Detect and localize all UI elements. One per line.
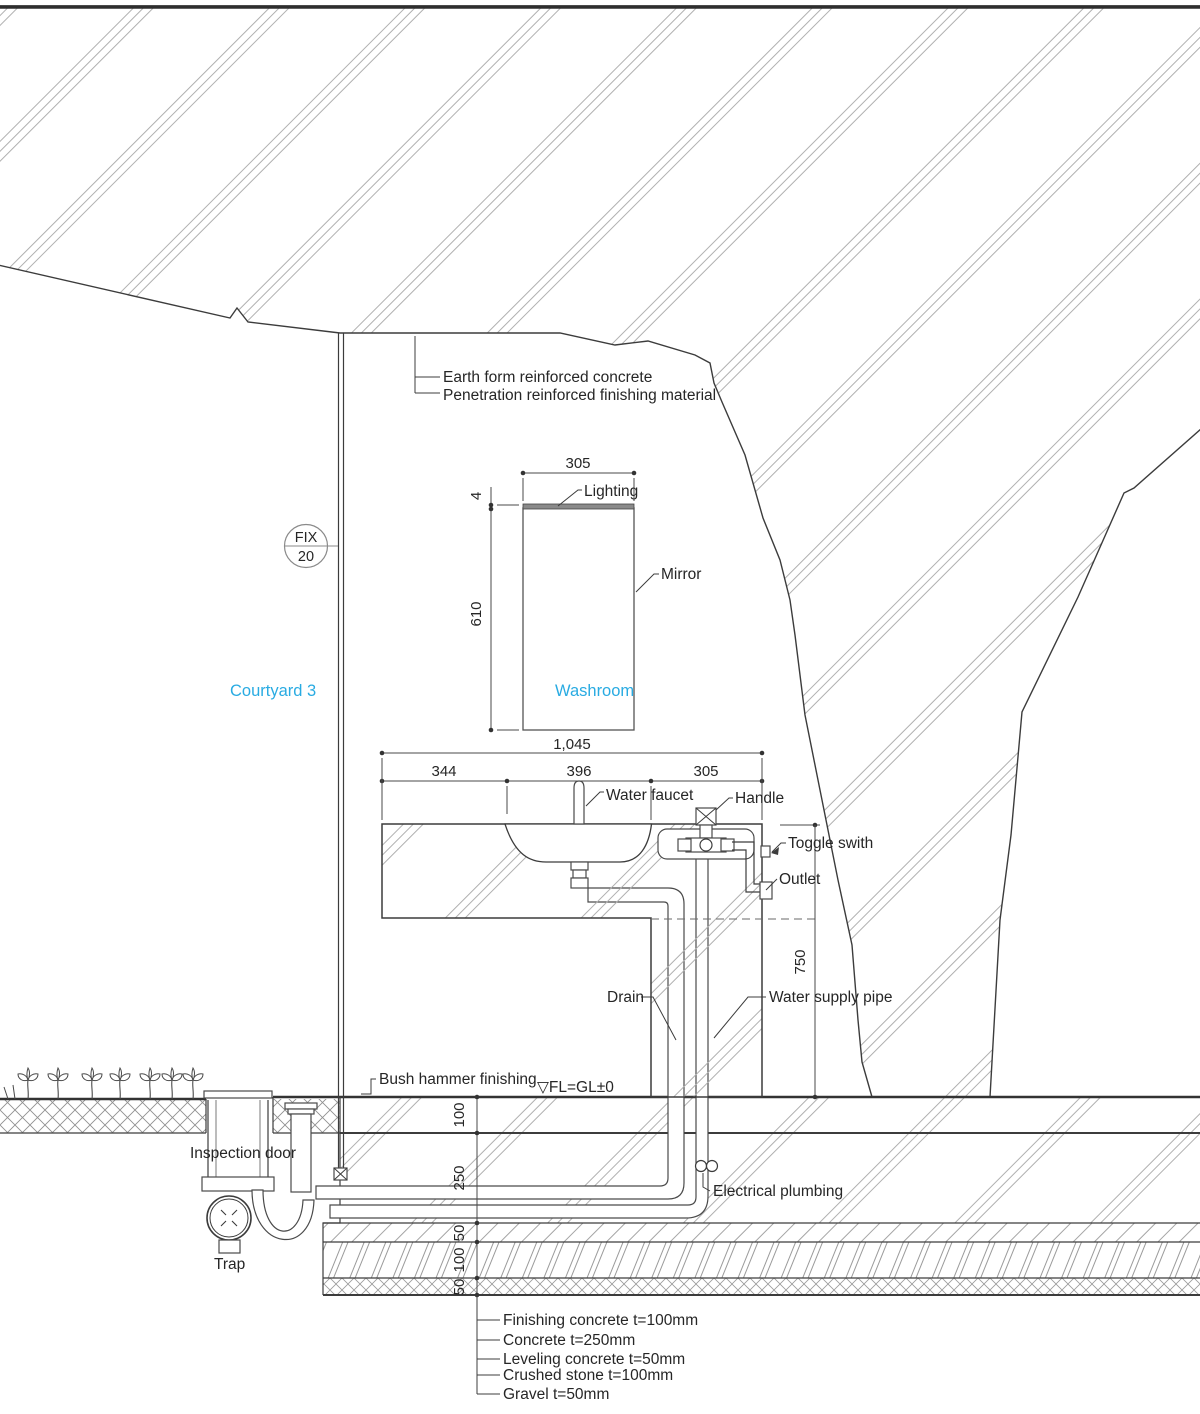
glazed-wall: FIX 20 bbox=[283, 333, 348, 1181]
layer-label-concrete: Concrete t=250mm bbox=[503, 1332, 635, 1349]
toggle-switch-fitting bbox=[760, 845, 771, 858]
layer-gravel bbox=[323, 1278, 1200, 1295]
shaft-cover bbox=[203, 1090, 273, 1099]
trap-cross-mark bbox=[220, 1209, 238, 1227]
dim-layer-2: 250 bbox=[451, 1165, 468, 1190]
handle-stem bbox=[699, 824, 713, 839]
exterior-ground bbox=[0, 1067, 340, 1134]
inspection-shaft bbox=[201, 1090, 275, 1192]
dim-counter-left: 344 bbox=[431, 763, 456, 780]
mirror-assembly: 305 4 610 bbox=[468, 455, 637, 733]
outlet-channel bbox=[732, 841, 773, 900]
handle-valve bbox=[677, 807, 735, 853]
dim-mirror-height: 610 bbox=[468, 601, 485, 626]
label-earth-form: Earth form reinforced concrete bbox=[443, 369, 652, 386]
dim-lighting-thickness: 4 bbox=[468, 492, 485, 500]
dim-layer-4: 100 bbox=[451, 1247, 468, 1272]
fix-tag: FIX 20 bbox=[283, 523, 338, 569]
mirror-width-dimension: 305 bbox=[520, 455, 637, 501]
floor-dimensions: 100 250 50 100 50 Finishing concrete t=1… bbox=[451, 1094, 698, 1403]
counter-dimensions: 1,045 344 396 305 bbox=[379, 736, 765, 820]
dim-layer-1: 100 bbox=[451, 1102, 468, 1127]
label-penetration: Penetration reinforced finishing materia… bbox=[443, 387, 716, 404]
label-lighting: Lighting bbox=[584, 483, 638, 500]
bush-hammer-leader bbox=[361, 1078, 376, 1095]
layer-leveling-concrete bbox=[323, 1223, 1200, 1242]
dim-counter-height: 750 bbox=[792, 949, 809, 974]
counter-assembly: 1,045 344 396 305 750 bbox=[379, 736, 820, 1100]
layer-label-gravel: Gravel t=50mm bbox=[503, 1386, 609, 1403]
label-water-supply: Water supply pipe bbox=[769, 989, 893, 1006]
annotations: Earth form reinforced concrete Penetrati… bbox=[190, 336, 893, 1273]
label-trap: Trap bbox=[214, 1256, 245, 1273]
label-courtyard: Courtyard 3 bbox=[230, 682, 316, 700]
layer-label-leveling-concrete: Leveling concrete t=50mm bbox=[503, 1351, 685, 1368]
lighting-leader bbox=[557, 489, 582, 507]
water-supply-leader bbox=[713, 996, 766, 1039]
label-handle: Handle bbox=[735, 790, 784, 807]
dim-counter-mid: 396 bbox=[566, 763, 591, 780]
basin-drain-coupling bbox=[570, 861, 589, 889]
layer-finishing-concrete bbox=[340, 1097, 1200, 1133]
label-water-faucet: Water faucet bbox=[606, 787, 694, 804]
dim-counter-total: 1,045 bbox=[553, 736, 591, 753]
ceiling-material-leader: Earth form reinforced concrete Penetrati… bbox=[414, 336, 716, 404]
label-mirror: Mirror bbox=[661, 566, 701, 583]
electrical-leader bbox=[702, 1173, 711, 1192]
counter-body bbox=[381, 823, 763, 1098]
label-bush-hammer: Bush hammer finishing bbox=[379, 1071, 537, 1088]
plants bbox=[3, 1067, 204, 1100]
faucet-leader bbox=[585, 791, 604, 807]
electrical-conduit bbox=[694, 1159, 719, 1173]
counter-height-dimension: 750 bbox=[780, 822, 820, 1100]
rock-mass bbox=[0, 5, 1200, 1098]
toggle-leader-arrow bbox=[771, 847, 779, 855]
dim-layer-5: 50 bbox=[451, 1279, 468, 1296]
mirror-leader bbox=[635, 573, 659, 593]
supply-pipe-run bbox=[329, 851, 709, 1219]
label-toggle-switch: Toggle swith bbox=[788, 835, 873, 852]
label-fl-gl: ▽FL=GL±0 bbox=[537, 1079, 614, 1096]
shaft-collar bbox=[201, 1176, 275, 1192]
label-washroom: Washroom bbox=[555, 682, 634, 700]
label-drain: Drain bbox=[607, 989, 644, 1006]
label-inspection-door: Inspection door bbox=[190, 1145, 296, 1162]
label-electrical: Electrical plumbing bbox=[713, 1183, 843, 1200]
lighting-bar bbox=[522, 503, 635, 510]
water-faucet bbox=[573, 780, 585, 825]
toggle-leader bbox=[771, 842, 786, 853]
mirror-height-dimension: 4 610 bbox=[468, 487, 519, 733]
rock-mass-shape bbox=[0, 5, 1200, 1098]
fix-tag-number: 20 bbox=[298, 549, 314, 565]
trap-foot bbox=[218, 1239, 241, 1254]
label-outlet: Outlet bbox=[779, 871, 821, 888]
layer-label-crushed-stone: Crushed stone t=100mm bbox=[503, 1367, 673, 1384]
outlet-leader bbox=[765, 878, 778, 891]
dim-mirror-width: 305 bbox=[565, 455, 590, 472]
layer-label-finishing-concrete: Finishing concrete t=100mm bbox=[503, 1312, 698, 1329]
outlet-fitting bbox=[759, 881, 773, 900]
layer-crushed-stone bbox=[323, 1242, 1200, 1278]
dim-counter-right: 305 bbox=[693, 763, 718, 780]
trap-riser-pipe bbox=[284, 1102, 318, 1193]
soil-strip-left bbox=[0, 1099, 206, 1133]
floor-layer-legend: Finishing concrete t=100mm Concrete t=25… bbox=[476, 1295, 698, 1403]
basin-bowl bbox=[504, 823, 653, 863]
fix-tag-type: FIX bbox=[295, 530, 318, 546]
drain-leader bbox=[641, 996, 677, 1041]
underfloor-plumbing bbox=[201, 851, 719, 1254]
trap-u-body bbox=[251, 1189, 315, 1240]
dim-layer-3: 50 bbox=[451, 1225, 468, 1242]
slab-left-face bbox=[322, 1097, 341, 1295]
trap-unit bbox=[206, 1195, 252, 1254]
handle-leader bbox=[715, 797, 733, 811]
